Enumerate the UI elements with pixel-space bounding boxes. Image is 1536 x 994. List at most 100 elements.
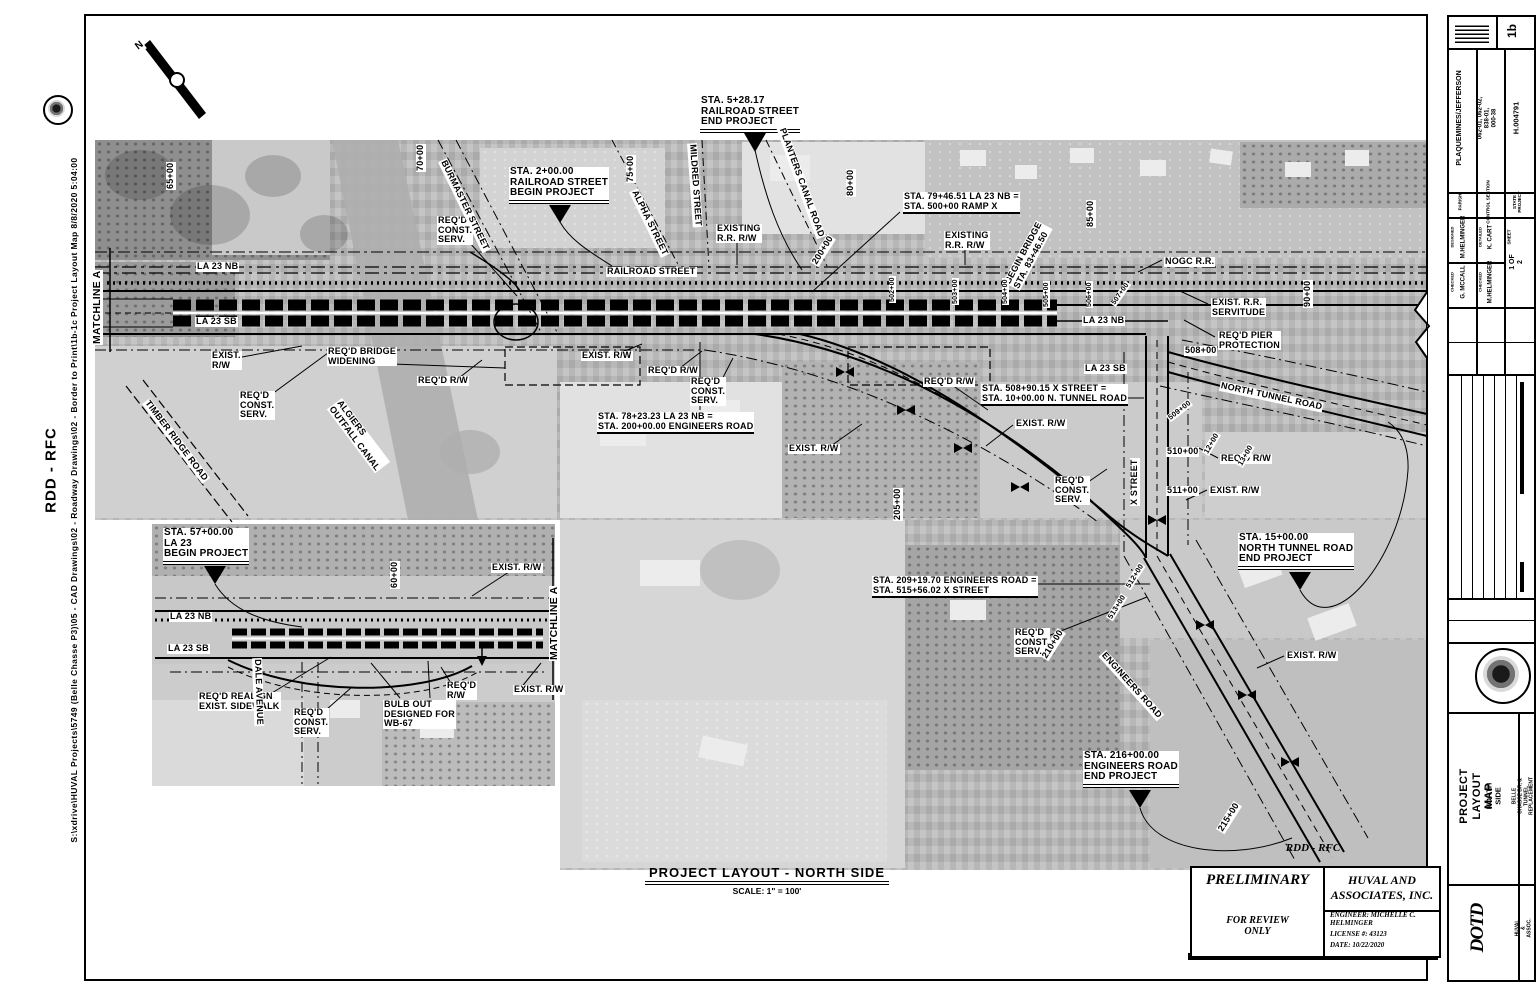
revision-note	[1520, 562, 1524, 592]
map-label: MILDRED STREET	[687, 143, 704, 228]
map-label: REQ'D PIER PROTECTION	[1218, 330, 1282, 351]
map-label: 506+00	[1086, 281, 1094, 308]
map-label: 505+00	[1043, 281, 1051, 308]
map-label: REQ'D CONST. SERV.	[1054, 475, 1091, 505]
map-label: 510+00	[1166, 446, 1200, 457]
map-label: 200+00	[809, 233, 836, 268]
drawing-scale: SCALE: 1" = 100'	[732, 886, 802, 896]
license-line: LICENSE #: 43123	[1330, 930, 1387, 938]
map-label: 65+00	[165, 161, 176, 190]
map-label: REQ'D R/W	[647, 365, 699, 376]
map-label: REQ'D BRIDGE WIDENING	[327, 346, 398, 367]
map-label: STA. 78+23.23 LA 23 NB = STA. 200+00.00 …	[597, 411, 755, 435]
map-label: STA. 79+46.51 LA 23 NB = STA. 500+00 RAM…	[903, 191, 1020, 215]
map-label: EXIST. R.R. SERVITUDE	[1211, 297, 1267, 318]
map-label: STA. 209+19.70 ENGINEERS ROAD = STA. 515…	[872, 575, 1038, 599]
state-project-value: H.004791	[1511, 101, 1521, 135]
map-label: LA 23 NB	[196, 261, 240, 272]
checked-name: M.HELMINGER	[1487, 260, 1494, 304]
detailed-name: K. CART	[1487, 224, 1494, 250]
map-label: ENGINEERS ROAD	[1098, 650, 1165, 721]
drawing-title-block: PROJECT LAYOUT - NORTH SIDE SCALE: 1" = …	[642, 864, 892, 896]
map-label: TIMBER RIDGE ROAD	[142, 398, 211, 484]
map-label: DALE AVENUE	[252, 658, 266, 727]
sheet-number: 1 OF 2	[1508, 254, 1524, 270]
map-label: 508+00	[1184, 345, 1218, 356]
map-label: EXISTING R.R. R/W	[944, 230, 990, 251]
map-label: 215+00	[1215, 800, 1242, 835]
map-label: MATCHLINE A	[548, 585, 561, 661]
titleblock-map-subtitle: NORTH SIDE	[1484, 782, 1502, 810]
state-project-label: STATE PROJECT	[1511, 191, 1522, 213]
checked-name: G. MCCALL	[1460, 265, 1467, 299]
engineer-line: ENGINEER: MICHELLE C. HELMINGER	[1330, 911, 1416, 927]
map-label: NOGC R.R.	[1164, 256, 1216, 267]
map-label: EXIST. R/W	[1015, 418, 1067, 429]
map-label: STA. 2+00.00 RAILROAD STREET BEGIN PROJE…	[509, 166, 609, 205]
map-label: 75+00	[625, 154, 636, 183]
dotd-logo-mini	[1455, 23, 1489, 43]
checked-label: CHECKED	[1449, 272, 1455, 292]
map-label: LA 23 SB	[1084, 363, 1127, 374]
titleblock	[1447, 15, 1536, 982]
map-label: STA. 15+00.00 NORTH TUNNEL ROAD END PROJ…	[1238, 532, 1355, 571]
map-label: EXIST. R/W	[1286, 650, 1338, 661]
map-label: 60+00	[389, 560, 400, 589]
map-label: STA. 508+90.15 X STREET = STA. 10+00.00 …	[981, 383, 1129, 407]
map-label: X STREET	[1129, 458, 1140, 506]
for-review-label: FOR REVIEW ONLY	[1226, 915, 1289, 937]
map-label: LA 23 SB	[167, 643, 210, 654]
map-label: 503+00	[952, 278, 960, 305]
map-label: REQ'D CONST. SERV.	[239, 390, 276, 420]
firm-name: HUVAL AND ASSOCIATES, INC.	[1330, 873, 1434, 902]
sheet-label: SHEET	[1506, 229, 1512, 245]
map-label: REQ'D R/W	[446, 680, 478, 701]
sheet-code: 1b	[1505, 23, 1520, 39]
map-label: STA. 216+00.00 ENGINEERS ROAD END PROJEC…	[1083, 750, 1179, 789]
map-label: REQ'D R/W	[923, 376, 975, 387]
map-label: EXIST. R/W	[491, 562, 543, 573]
map-label: EXIST. R/W	[581, 350, 633, 361]
map-label: LA 23 NB	[1082, 315, 1126, 326]
map-label: 90+00	[1302, 279, 1313, 308]
designed-name: M.HELMINGER	[1460, 215, 1467, 259]
map-label: 205+00	[892, 487, 903, 521]
map-label: REQ'D CONST. SERV.	[690, 376, 727, 406]
map-label: REQ'D REALIGN EXIST. SIDEWALK	[198, 691, 281, 712]
margin-file-path: S:\xdrive\HUVAL Projects\5749 (Belle Cha…	[69, 157, 79, 843]
checked-label: CHECKED	[1477, 272, 1483, 292]
map-label: ALGIERS OUTFALL CANAL	[326, 398, 391, 474]
map-label: EXIST. R/W	[513, 684, 565, 695]
preliminary-stamp-box: PRELIMINARY FOR REVIEW ONLY HUVAL AND AS…	[1190, 866, 1441, 958]
firm-short-label: HUVAL & ASSOC.	[1514, 918, 1532, 938]
map-label: 509+00	[1166, 398, 1194, 423]
parish-value: PLAQUEMINES/JEFFERSON	[1455, 70, 1463, 166]
map-label: EXIST. R/W	[1209, 485, 1261, 496]
parish-label: PARISH	[1457, 193, 1463, 211]
map-label: MATCHLINE A	[91, 269, 104, 345]
map-label: RAILROAD STREET	[606, 266, 697, 277]
map-label: 507+00	[1110, 281, 1132, 308]
map-label: 511+00	[1166, 485, 1199, 496]
map-label: 512+00	[1123, 561, 1146, 591]
map-label: 70+00	[415, 143, 426, 172]
map-label: 80+00	[845, 168, 856, 197]
map-label: REQ'D CONST. SERV.	[293, 707, 330, 737]
map-label: 513+00	[1105, 592, 1128, 622]
map-label: LA 23 NB	[169, 611, 213, 622]
map-label: 502+00	[889, 276, 897, 303]
titleblock-project-name: BELLE CHASSE BR, & TUNNEL REPLACEMENT	[1511, 776, 1535, 816]
engineer-seal-stamp	[1475, 648, 1531, 704]
dotd-logo: DOTD	[1467, 903, 1489, 953]
map-label: NORTH TUNNEL ROAD	[1218, 380, 1324, 413]
map-label: LA 23 SB	[195, 316, 238, 327]
rdd-rfc-note: RDD - RFC	[1285, 842, 1341, 854]
map-label: EXIST. R/W	[788, 443, 840, 454]
map-label: ALPHA STREET	[629, 188, 671, 258]
map-label: 85+00	[1085, 199, 1096, 228]
control-section-value: 062-01, 062-02, 838-01, 000-38	[1477, 96, 1498, 140]
drawing-title: PROJECT LAYOUT - NORTH SIDE	[645, 865, 889, 885]
detailed-label: DETAILED	[1477, 227, 1483, 247]
margin-plot-stamp: RDD - RFC	[42, 427, 60, 513]
